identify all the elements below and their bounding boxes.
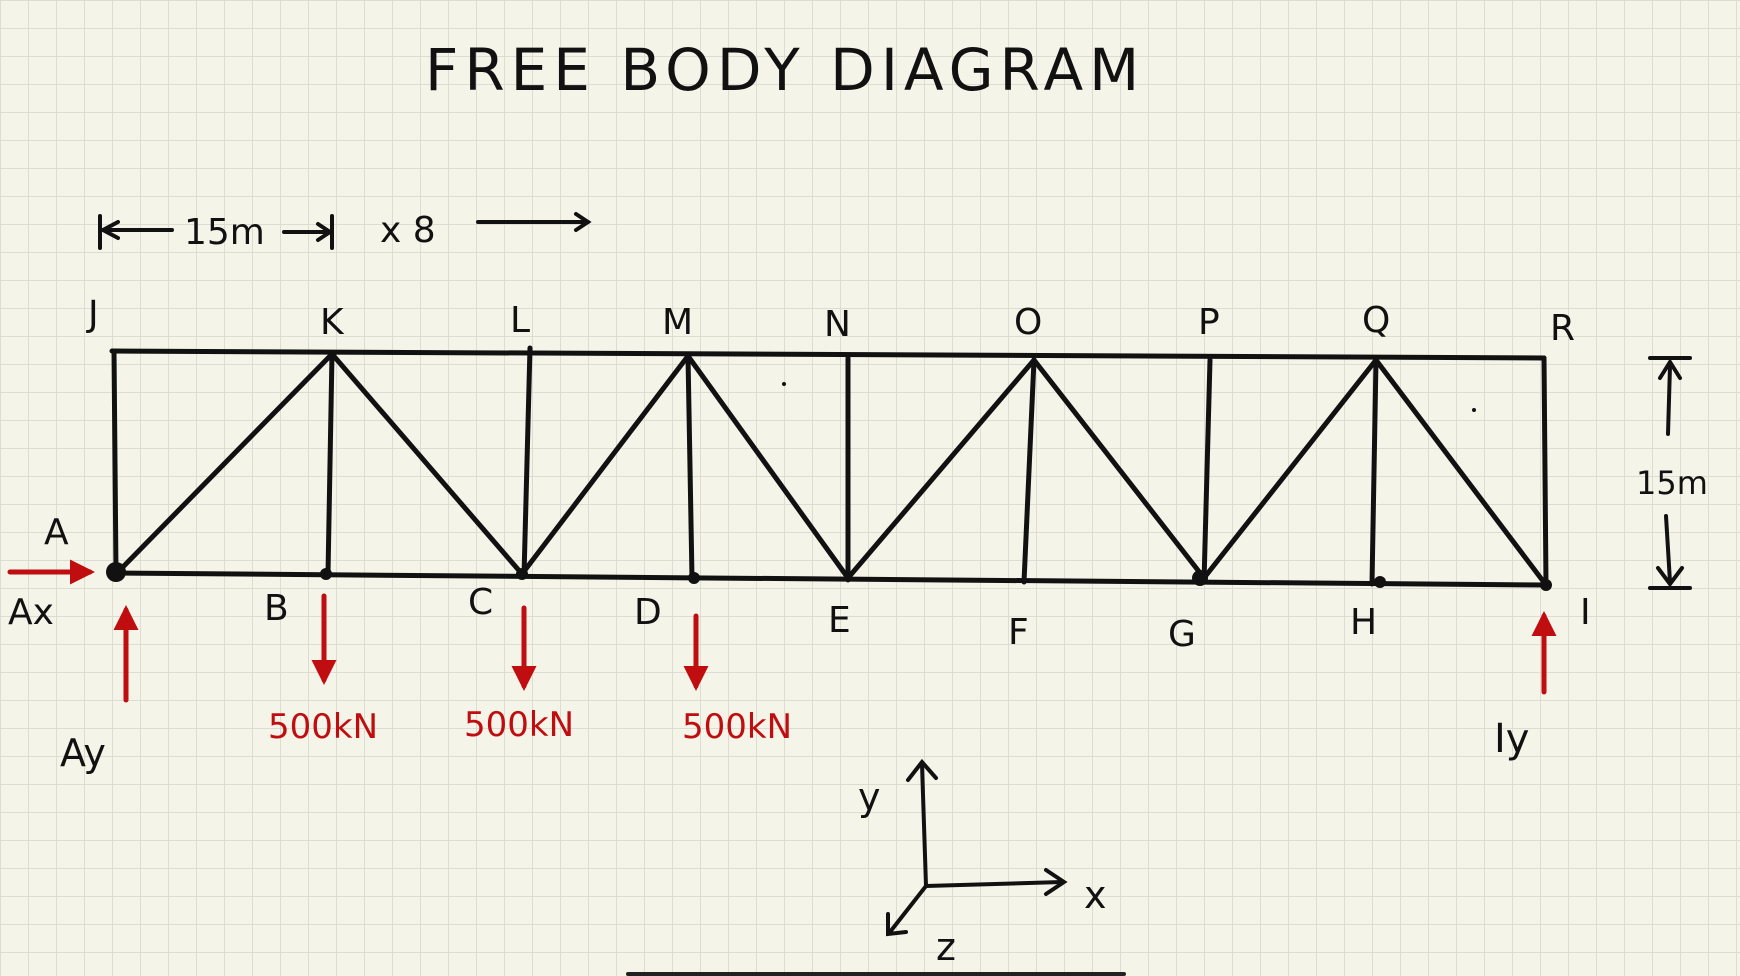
node-label-E: E <box>828 600 851 641</box>
reaction-Iy-label: Iy <box>1494 716 1529 762</box>
bottom-node-labels: A B C D E F G H I <box>44 512 1591 655</box>
node-label-G: G <box>1168 614 1196 655</box>
joints <box>106 562 1552 591</box>
node-label-R: R <box>1550 308 1575 349</box>
member-AJ <box>111 348 119 576</box>
joint-C <box>516 568 528 580</box>
load-D: 500kN <box>682 613 792 747</box>
reaction-Ax: Ax <box>7 559 95 633</box>
node-label-D: D <box>634 592 662 633</box>
node-label-B: B <box>264 588 289 629</box>
top-chord <box>109 348 1547 361</box>
load-D-label: 500kN <box>682 707 792 747</box>
diagram-title: FREE BODY DIAGRAM <box>425 36 1145 104</box>
coordinate-axes: y x z <box>858 758 1107 969</box>
panel-length-label: 15m <box>184 212 265 253</box>
member-KC <box>329 351 525 577</box>
member-IR <box>1541 355 1549 588</box>
truss <box>109 345 1549 588</box>
member-QI <box>1373 357 1549 588</box>
node-label-K: K <box>320 302 345 343</box>
reaction-Iy: Iy <box>1494 611 1557 762</box>
node-label-H: H <box>1350 602 1377 643</box>
node-label-C: C <box>468 582 493 623</box>
member-CM <box>519 353 691 577</box>
reaction-Ay-label: Ay <box>60 731 106 775</box>
member-CL <box>521 345 533 579</box>
member-AK <box>115 351 335 575</box>
bottom-chord <box>111 570 1549 588</box>
member-OG <box>1031 357 1207 581</box>
top-node-labels: J K L M N O P Q R <box>86 294 1575 349</box>
member-GP <box>1201 357 1213 585</box>
reaction-Ax-label: Ax <box>8 592 54 633</box>
node-label-N: N <box>824 304 851 345</box>
node-label-M: M <box>662 302 693 343</box>
joint-B <box>320 568 332 580</box>
member-EO <box>845 357 1037 581</box>
member-FO <box>1021 357 1037 585</box>
node-label-F: F <box>1008 612 1029 653</box>
z-axis-label: z <box>936 925 956 969</box>
load-B: 500kN <box>268 593 378 747</box>
stray-dot <box>782 382 786 386</box>
joint-A <box>106 562 126 582</box>
load-B-label: 500kN <box>268 707 378 747</box>
member-HQ <box>1369 357 1379 587</box>
reaction-Ay: Ay <box>60 605 139 775</box>
x-axis-arrowhead <box>1044 868 1068 896</box>
node-label-O: O <box>1014 302 1042 343</box>
y-axis-arrowhead <box>906 758 938 782</box>
joint-H <box>1374 576 1386 588</box>
member-BK <box>325 351 335 577</box>
stray-dot <box>1472 408 1476 412</box>
panel-count-label: x 8 <box>380 210 436 251</box>
load-C-label: 500kN <box>464 705 574 745</box>
node-label-P: P <box>1198 302 1220 343</box>
x-axis-label: x <box>1084 873 1107 917</box>
node-label-Q: Q <box>1362 300 1390 341</box>
joint-D <box>688 572 700 584</box>
member-DM <box>685 353 695 581</box>
height-dimension: 15m <box>1636 356 1708 590</box>
joint-I <box>1540 579 1552 591</box>
node-label-I: I <box>1580 592 1591 633</box>
node-label-A: A <box>44 512 69 553</box>
load-C: 500kN <box>464 605 574 745</box>
member-GQ <box>1201 357 1379 581</box>
joint-G <box>1192 570 1208 586</box>
height-label: 15m <box>1636 464 1708 502</box>
y-axis-label: y <box>858 775 881 819</box>
z-axis-arrowhead <box>886 912 908 937</box>
node-label-L: L <box>510 300 530 341</box>
horizontal-scrollbar[interactable] <box>626 972 1126 976</box>
member-ME <box>685 353 851 581</box>
node-label-J: J <box>86 294 99 335</box>
span-dimension: 15m x 8 <box>98 210 592 253</box>
